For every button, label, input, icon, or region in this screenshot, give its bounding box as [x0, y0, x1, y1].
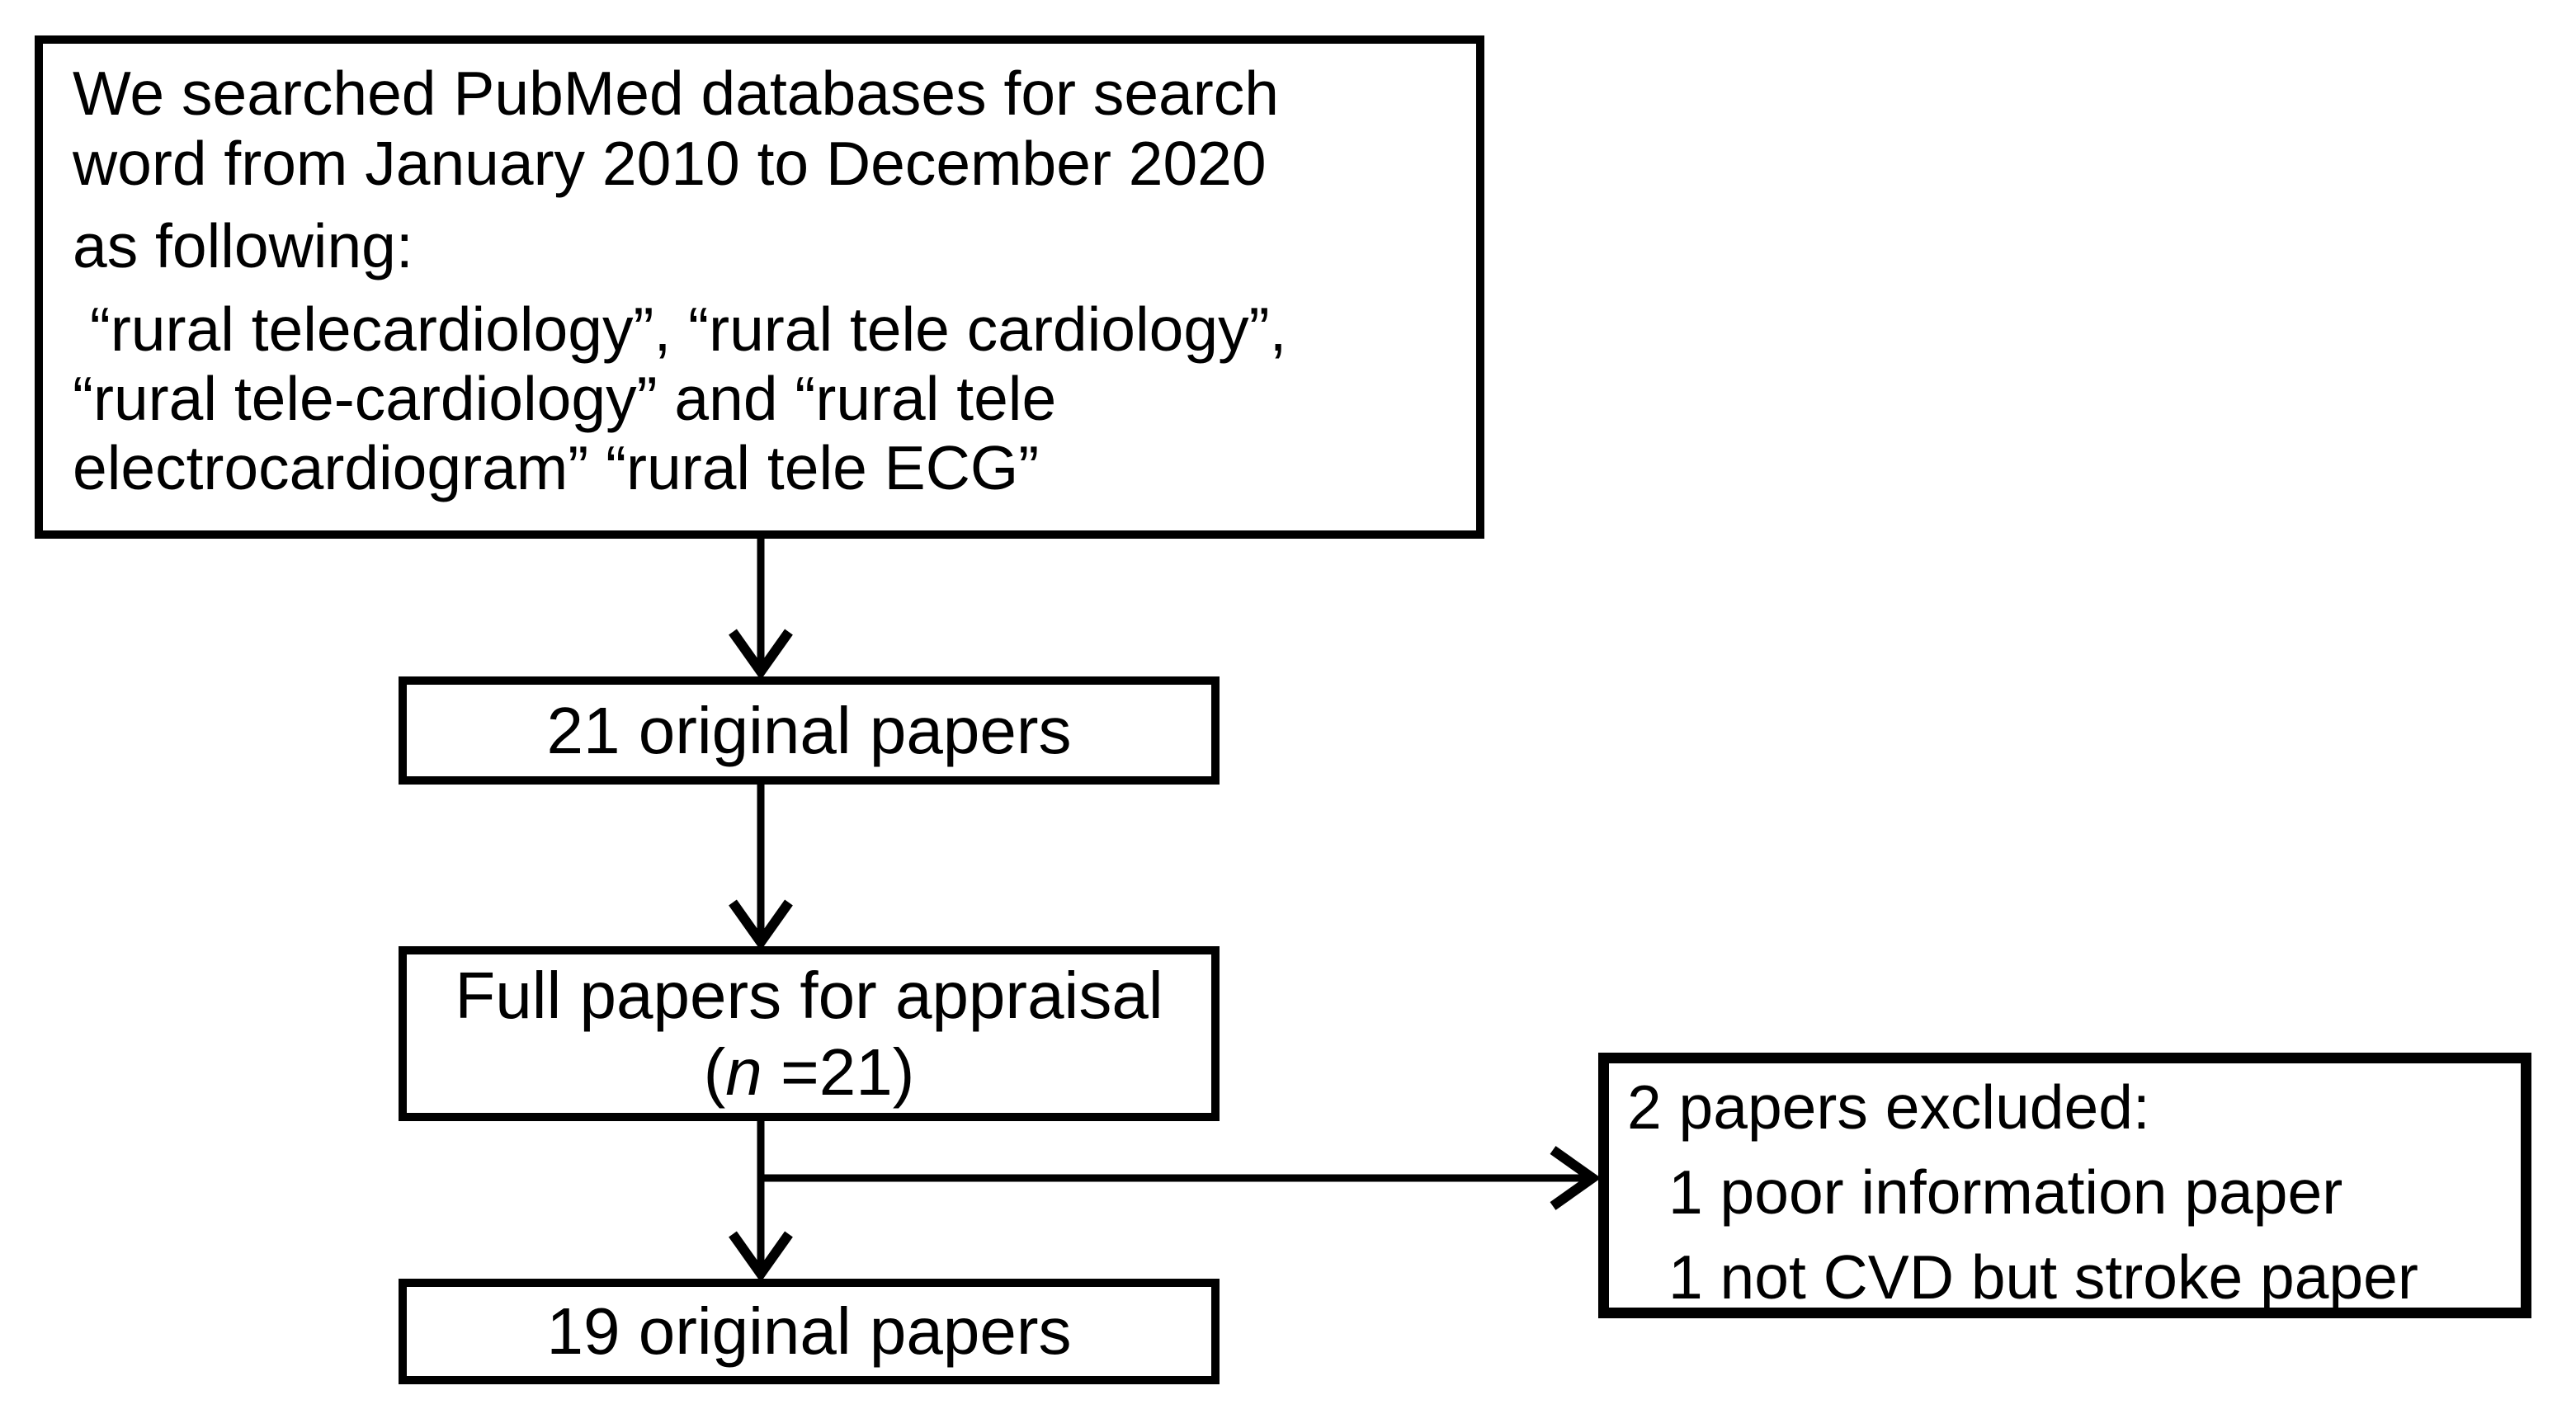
- search-strategy-line: We searched PubMed databases for search: [73, 59, 1279, 128]
- arrow-21-to-full-head: [729, 899, 793, 951]
- box-21-original-papers: 21 original papers: [399, 676, 1220, 785]
- box-full-label: Full papers for appraisal: [455, 959, 1163, 1032]
- search-strategy-line: as following:: [73, 211, 413, 280]
- arrow-full-to-excluded-head: [1550, 1146, 1602, 1210]
- arrow-full-to-19-head: [729, 1231, 793, 1283]
- count-n-symbol: n: [725, 1035, 762, 1109]
- search-strategy-line: word from January 2010 to December 2020: [73, 129, 1267, 198]
- box-19-original-papers: 19 original papers: [399, 1279, 1220, 1384]
- search-term-line: electrocardiogram” “rural tele ECG”: [73, 433, 1040, 502]
- search-term-line: “rural tele-cardiology” and “rural tele: [73, 364, 1057, 433]
- excluded-reason: 1 not CVD but stroke paper: [1668, 1242, 2418, 1312]
- arrow-search-to-21-head: [729, 629, 793, 681]
- search-strategy-box: We searched PubMed databases for search …: [35, 35, 1484, 539]
- count-value: =21): [762, 1035, 915, 1109]
- excluded-reason: 1 poor information paper: [1668, 1157, 2343, 1227]
- box-19-label: 19 original papers: [546, 1294, 1072, 1368]
- box-full-papers-appraisal: Full papers for appraisal (n =21): [399, 946, 1220, 1121]
- box-21-label: 21 original papers: [546, 693, 1072, 767]
- search-term-line: “rural telecardiology”, “rural tele card…: [73, 295, 1287, 364]
- count-open-paren: (: [703, 1035, 726, 1109]
- box-papers-excluded: 2 papers excluded: 1 poor information pa…: [1598, 1053, 2531, 1318]
- excluded-title: 2 papers excluded:: [1627, 1072, 2150, 1142]
- box-full-count: (n =21): [704, 1034, 915, 1110]
